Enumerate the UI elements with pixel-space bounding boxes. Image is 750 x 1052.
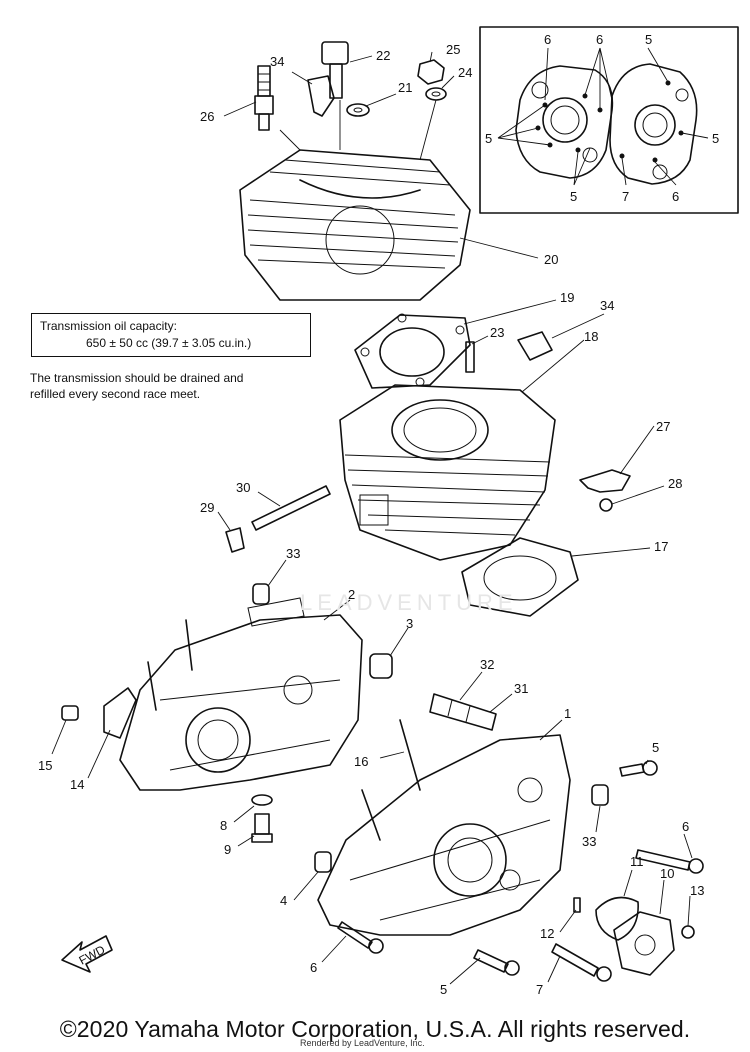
oil-capacity-label: Transmission oil capacity: xyxy=(40,319,177,333)
copyright-notice: ©2020 Yamaha Motor Corporation, U.S.A. A… xyxy=(59,1016,691,1042)
callout-27: 27 xyxy=(656,419,670,434)
callout-15: 15 xyxy=(38,758,52,773)
callout-20: 20 xyxy=(544,252,558,267)
crankcase-right xyxy=(317,719,571,936)
callout-14: 14 xyxy=(70,777,84,792)
callout-31: 31 xyxy=(514,681,528,696)
callout-28: 28 xyxy=(668,476,682,491)
callout-24: 24 xyxy=(458,65,472,80)
fitting-29 xyxy=(225,527,245,553)
bolt-15 xyxy=(61,705,79,721)
inset-callout-5d: 5 xyxy=(712,131,719,146)
callout-8: 8 xyxy=(220,818,227,833)
bolt-7 xyxy=(551,943,612,982)
head-bolt xyxy=(321,41,349,99)
callout-4: 4 xyxy=(280,893,287,908)
callout-2: 2 xyxy=(348,587,355,602)
nut-25 xyxy=(417,59,445,85)
inset-callout-5b: 5 xyxy=(485,131,492,146)
callout-29: 29 xyxy=(200,500,214,515)
dowel-4 xyxy=(314,851,332,873)
shaft-31 xyxy=(429,693,497,731)
dowel-33a xyxy=(252,583,270,605)
cylinder-head xyxy=(239,149,471,301)
crankcase-left xyxy=(119,597,363,791)
callout-5b: 5 xyxy=(440,982,447,997)
callout-33a: 33 xyxy=(286,546,300,561)
callout-26: 26 xyxy=(200,109,214,124)
pin-12 xyxy=(573,897,581,913)
transmission-note: The transmission should be drained and r… xyxy=(30,370,330,402)
inset-callout-6a: 6 xyxy=(544,32,551,47)
washer-8 xyxy=(251,794,273,806)
callout-9: 9 xyxy=(224,842,231,857)
inset-crankcase-bolt-layout: 6 6 5 5 5 5 7 6 5 xyxy=(479,26,739,214)
callout-17: 17 xyxy=(654,539,668,554)
callout-1: 1 xyxy=(564,706,571,721)
note-line-2: refilled every second race meet. xyxy=(30,387,201,401)
inset-callout-5a: 5 xyxy=(645,32,652,47)
washer-24 xyxy=(425,87,447,101)
inset-callout-7: 7 xyxy=(622,189,629,204)
callout-12: 12 xyxy=(540,926,554,941)
cover-10 xyxy=(613,911,675,976)
inset-callout-6c: 6 xyxy=(672,189,679,204)
callout-33b: 33 xyxy=(582,834,596,849)
callout-7: 7 xyxy=(536,982,543,997)
callout-16: 16 xyxy=(354,754,368,769)
callout-21: 21 xyxy=(398,80,412,95)
spark-plug-cap xyxy=(307,75,335,117)
inset-callout-6b: 6 xyxy=(596,32,603,47)
drain-plug-9 xyxy=(251,813,273,843)
fwd-arrow-icon: FWD xyxy=(61,935,113,973)
callout-6b: 6 xyxy=(310,960,317,975)
spark-plug xyxy=(254,65,274,131)
callout-11: 11 xyxy=(630,854,644,869)
gasket-11 xyxy=(595,896,639,941)
render-credit: Rendered by LeadVenture, Inc. xyxy=(300,1038,425,1048)
callout-25: 25 xyxy=(446,42,460,57)
note-line-1: The transmission should be drained and xyxy=(30,371,244,385)
callout-5a: 5 xyxy=(652,740,659,755)
callout-30: 30 xyxy=(236,480,250,495)
callout-23: 23 xyxy=(490,325,504,340)
callout-13: 13 xyxy=(690,883,704,898)
callout-32: 32 xyxy=(480,657,494,672)
cap-34b xyxy=(517,331,553,361)
inset-callout-5c: 5 xyxy=(570,189,577,204)
bolt-6b xyxy=(337,921,384,954)
bushing-3 xyxy=(369,653,393,679)
callout-34b: 34 xyxy=(600,298,614,313)
bracket-27 xyxy=(579,469,631,493)
bolt-5b xyxy=(473,949,520,976)
base-gasket xyxy=(461,537,579,617)
bolt-5a xyxy=(619,760,658,777)
pipe-30 xyxy=(251,485,331,531)
oil-capacity-value: 650 ± 50 cc (39.7 ± 3.05 cu.in.) xyxy=(86,336,252,350)
callout-18: 18 xyxy=(584,329,598,344)
bolt-6a xyxy=(635,849,704,874)
callout-numbers: 26 34 22 25 24 21 20 19 34 23 18 27 28 1… xyxy=(38,42,704,997)
bracket-14 xyxy=(103,687,137,739)
cylinder xyxy=(339,384,556,561)
bolt-13 xyxy=(681,925,695,939)
leader-lines xyxy=(51,51,693,985)
callout-6a: 6 xyxy=(682,819,689,834)
bolt-28 xyxy=(599,498,613,512)
stud-23 xyxy=(465,341,475,373)
callout-10: 10 xyxy=(660,866,674,881)
callout-34a: 34 xyxy=(270,54,284,69)
oil-capacity-box: Transmission oil capacity: 650 ± 50 cc (… xyxy=(31,313,311,357)
watermark: LEADVENTURE xyxy=(300,590,518,615)
washer-21 xyxy=(346,103,370,117)
callout-3: 3 xyxy=(406,616,413,631)
head-gasket xyxy=(354,313,471,389)
callout-19: 19 xyxy=(560,290,574,305)
dowel-33b xyxy=(591,784,609,806)
callout-22: 22 xyxy=(376,48,390,63)
